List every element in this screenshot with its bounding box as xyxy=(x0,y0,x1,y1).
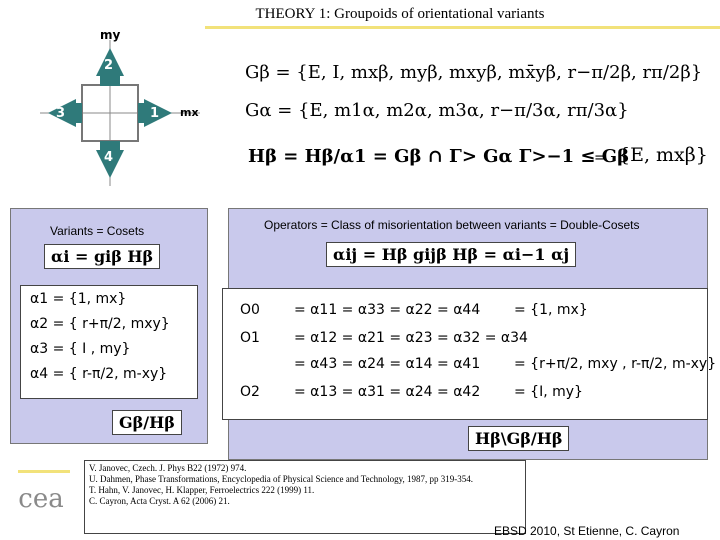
reference-4: C. Cayron, Acta Cryst. A 62 (2006) 21. xyxy=(89,496,230,506)
credit-text: EBSD 2010, St Etienne, C. Cayron xyxy=(494,524,680,538)
operators-heading: Operators = Class of misorientation betw… xyxy=(264,218,640,232)
variant-1-label: 1 xyxy=(150,106,160,121)
operators-list-box xyxy=(222,288,708,420)
operator-row-0: O0 xyxy=(240,302,260,318)
cea-logo: cea xyxy=(10,482,72,516)
variant-row-4: α4 = { r-π/2, m-xy} xyxy=(30,366,168,382)
slide-title: THEORY 1: Groupoids of orientational var… xyxy=(255,6,545,22)
axis-mx-label: mx xyxy=(180,106,199,119)
variant-2-label: 2 xyxy=(104,58,114,73)
variant-row-3: α3 = { I , my} xyxy=(30,341,131,357)
title-underline xyxy=(205,26,720,29)
variant-row-2: α2 = { r+π/2, mxy} xyxy=(30,316,170,332)
h-beta-equation: Hβ = Hβ/α1 = Gβ ∩ Γ> Gα Γ>−1 ≤ Gβ xyxy=(248,146,630,167)
variant-diagram xyxy=(40,40,200,186)
footer-accent-line xyxy=(18,470,70,473)
operator-row-1: O1 xyxy=(240,330,260,346)
h-beta-eq-sign: = xyxy=(594,150,606,166)
variant-formula: αi = giβ Hβ xyxy=(44,244,161,269)
variant-row-1: α1 = {1, mx} xyxy=(30,291,127,307)
operator-row-2-set: = {r+π/2, mxy , r-π/2, m-xy} xyxy=(514,356,717,372)
operator-row-0-eq: = α11 = α33 = α22 = α44 xyxy=(294,302,481,318)
g-beta-equation: Gβ = {E, I, mxβ, myβ, mxyβ, mx̄yβ, r−π/2… xyxy=(245,62,703,83)
variant-4-label: 4 xyxy=(104,150,114,165)
variant-3-label: 3 xyxy=(56,106,66,121)
operator-row-1-eq: = α12 = α21 = α23 = α32 = α34 xyxy=(294,330,528,346)
references-box: V. Janovec, Czech. J. Phys B22 (1972) 97… xyxy=(84,460,526,534)
g-alpha-equation: Gα = {E, m1α, m2α, m3α, r−π/3α, rπ/3α} xyxy=(245,100,629,121)
operator-row-2-eq: = α43 = α24 = α14 = α41 xyxy=(294,356,481,372)
operator-formula: αij = Hβ gijβ Hβ = αi−1 αj xyxy=(326,242,577,267)
svg-text:cea: cea xyxy=(18,484,63,514)
operator-row-3-set: = {I, my} xyxy=(514,384,583,400)
reference-2: U. Dahmen, Phase Transformations, Encycl… xyxy=(89,474,474,484)
operator-row-3: O2 xyxy=(240,384,260,400)
h-beta-set: {E, mxβ} xyxy=(618,144,708,166)
double-coset-label: Hβ\Gβ/Hβ xyxy=(468,426,570,451)
axis-my-label: my xyxy=(100,28,121,42)
quotient-label: Gβ/Hβ xyxy=(112,410,182,435)
reference-1: V. Janovec, Czech. J. Phys B22 (1972) 97… xyxy=(89,463,247,473)
operator-row-0-set: = {1, mx} xyxy=(514,302,588,318)
variants-list-box xyxy=(20,285,198,399)
variants-heading: Variants = Cosets xyxy=(50,224,145,238)
reference-3: T. Hahn, V. Janovec, H. Klapper, Ferroel… xyxy=(89,485,315,495)
operator-row-3-eq: = α13 = α31 = α24 = α42 xyxy=(294,384,481,400)
